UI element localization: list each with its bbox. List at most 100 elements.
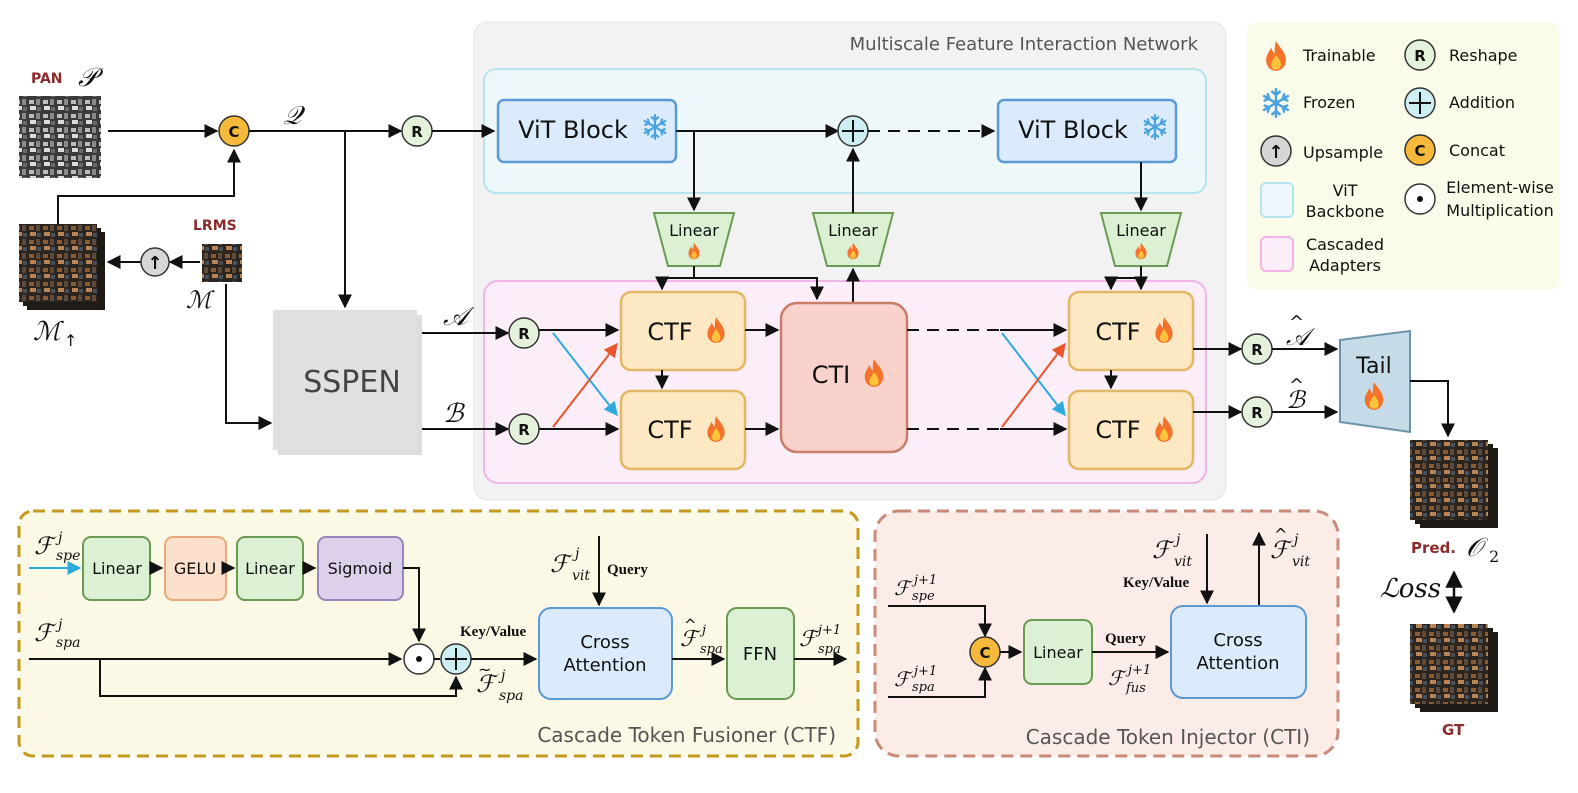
gt-tag: GT <box>1442 721 1465 739</box>
vit-block-2-label: ViT Block <box>1018 116 1128 144</box>
ctf-ffn <box>726 607 795 700</box>
cti-f-spa: ℱ <box>894 667 913 691</box>
ctf-cross-1: Cross <box>580 632 629 653</box>
ctf-f-spa-sup: j <box>55 617 63 633</box>
linear-proj-2 <box>811 212 895 267</box>
ctf-f-tilde-mark: ~ <box>478 660 491 679</box>
ctf-block-3-label: CTF <box>1095 318 1140 346</box>
sspen-block-front <box>273 310 417 450</box>
legend-upsample-glyph: ↑ <box>1268 142 1283 163</box>
m-symbol: ℳ <box>186 286 215 314</box>
arrow-linear1-to-cti <box>694 277 824 301</box>
pred-tag: Pred. <box>1411 539 1456 557</box>
cti-line-spe <box>888 605 992 638</box>
concat-op-glyph: C <box>228 123 239 141</box>
o2-sub: 2 <box>1489 547 1499 566</box>
gt-image-stack <box>1410 624 1498 712</box>
cti-f-vit-hat-sup: j <box>1291 532 1299 548</box>
b-symbol: ℬ <box>443 399 465 429</box>
ahat-mark: ^ <box>1289 312 1304 333</box>
q-symbol: 𝒬 <box>283 101 306 131</box>
ctf-linear-2-label: Linear <box>245 559 295 578</box>
cti-keyvalue: Key/Value <box>1123 575 1189 591</box>
red-cross-1 <box>552 342 618 428</box>
ctf-f-out-sub: spa <box>818 642 841 657</box>
ctf-f-vit-sup: j <box>572 546 580 562</box>
linear-proj-1-label: Linear <box>669 221 719 240</box>
m-up-sub: ↑ <box>64 331 77 350</box>
cti-f-fus: ℱ <box>1108 666 1127 690</box>
linear-proj-3-label: Linear <box>1116 221 1166 240</box>
cti-concat-glyph: C <box>979 644 990 662</box>
ctf-f-vit: ℱ <box>550 550 573 578</box>
legend-reshape-glyph: R <box>1414 47 1426 65</box>
cti-line-spa <box>888 666 992 698</box>
ctf-panel-title: Cascade Token Fusioner (CTF) <box>537 723 836 747</box>
vit-block-2 <box>996 98 1178 164</box>
cti-cross-2: Attention <box>1196 653 1279 674</box>
vit-block-1-label: ViT Block <box>518 116 628 144</box>
mfin-title: Multiscale Feature Interaction Network <box>850 34 1199 55</box>
cti-f-spe: ℱ <box>894 576 913 600</box>
ctf-f-spe-sub: spe <box>56 548 80 564</box>
m-up-image-stack <box>19 224 105 310</box>
cti-f-fus-sup: j+1 <box>1125 663 1151 678</box>
cyan-cross-2 <box>1001 332 1066 417</box>
ctf-f-spe: ℱ <box>34 532 57 560</box>
loss-label: ℒoss <box>1380 574 1441 604</box>
legend-concat-icon <box>1404 134 1436 166</box>
reshape-op-a <box>508 317 540 349</box>
legend-addition: Addition <box>1449 93 1515 112</box>
legend-frozen: Frozen <box>1303 93 1355 112</box>
cti-query: Query <box>1105 631 1146 647</box>
pan-image <box>19 96 101 178</box>
ctf-arrow-sig-mul <box>403 567 426 643</box>
reshape-op-vit-glyph: R <box>411 123 423 141</box>
cti-panel-title: Cascade Token Injector (CTI) <box>1026 725 1310 749</box>
reshape-op-a-glyph: R <box>518 325 530 343</box>
linear-proj-1 <box>652 212 736 267</box>
a-symbol: 𝒜 <box>443 302 475 332</box>
cti-f-vit-sup: j <box>1173 532 1181 548</box>
cti-cross-1: Cross <box>1213 630 1262 651</box>
legend-upsample: Upsample <box>1303 143 1383 162</box>
legend-trainable: Trainable <box>1302 46 1376 65</box>
arrow-m-to-sspen <box>225 284 273 430</box>
ctf-query: Query <box>607 562 648 578</box>
red-cross-2 <box>1001 342 1066 428</box>
ctf-f-hat-sup: j <box>699 623 706 638</box>
sspen-label: SSPEN <box>303 365 401 400</box>
cyan-cross-1 <box>552 332 618 417</box>
tail-label: Tail <box>1355 354 1392 379</box>
ctf-f-hat: ℱ <box>680 627 701 652</box>
ctf-sigmoid-label: Sigmoid <box>328 559 393 578</box>
legend-concat: Concat <box>1449 141 1505 160</box>
ctf-f-spa-sub: spa <box>56 635 81 651</box>
legend-panel <box>1247 22 1560 290</box>
ctf-f-out: ℱ <box>799 627 820 652</box>
ctf-block-2-label: CTF <box>647 416 692 444</box>
ctf-f-tilde-sub: spa <box>499 688 524 704</box>
arrow-mup-to-concat <box>57 148 241 224</box>
ctf-multiply-dot <box>416 656 422 662</box>
ctf-linear-1-label: Linear <box>92 559 142 578</box>
legend-elementwise-1: Element-wise <box>1446 178 1554 197</box>
ctf-block-4 <box>1067 389 1195 471</box>
cti-f-vit: ℱ <box>1152 536 1175 564</box>
legend-elementwise-2: Multiplication <box>1446 201 1553 220</box>
o2-symbol: 𝒪 <box>1466 533 1489 563</box>
cti-f-spe-sub: spe <box>912 589 935 604</box>
ctf-f-vit-sub: vit <box>572 568 590 584</box>
ctf-line-skip <box>99 659 463 697</box>
ctf-ffn-label: FFN <box>743 644 777 665</box>
upsample-op-glyph: ↑ <box>147 253 162 274</box>
ctf-block-4-label: CTF <box>1095 416 1140 444</box>
arrow-linear1-to-ctf1 <box>655 266 695 291</box>
ctf-block-1-label: CTF <box>647 318 692 346</box>
ctf-f-tilde: ℱ <box>476 670 499 698</box>
ctf-f-spe-sup: j <box>55 530 63 546</box>
legend-cascaded-swatch <box>1260 236 1294 272</box>
ctf-keyvalue: Key/Value <box>460 624 526 640</box>
arrow-linear3-to-ctf3 <box>1104 266 1142 291</box>
legend-reshape-icon <box>1404 39 1436 71</box>
